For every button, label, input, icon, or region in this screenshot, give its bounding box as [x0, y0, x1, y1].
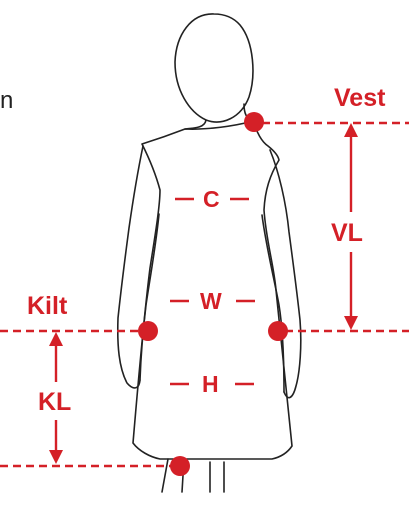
hip-label: H — [202, 371, 219, 397]
left-arm-inner — [140, 214, 159, 380]
waist-label: W — [200, 288, 222, 314]
right-arm-inner — [262, 215, 284, 392]
hem-point — [170, 456, 190, 476]
cropped-text: n — [0, 87, 13, 114]
chest-label: C — [203, 186, 220, 212]
vest-label: Vest — [334, 84, 386, 112]
kl-arrowhead-up — [49, 332, 63, 346]
left-arm — [118, 146, 143, 388]
vest-shoulder-point — [244, 112, 264, 132]
vl-arrowhead-down — [344, 316, 358, 330]
kl-arrowhead-down — [49, 450, 63, 464]
measurement-labels: Vest VL Kilt KL C W H — [27, 84, 386, 416]
head — [175, 14, 253, 122]
kilt-label: Kilt — [27, 292, 68, 320]
figure-outline — [118, 14, 301, 492]
neck-left — [185, 120, 206, 129]
left-leg-outer — [162, 459, 168, 492]
vl-label: VL — [331, 219, 363, 247]
kl-label: KL — [38, 388, 71, 416]
vl-arrowhead-up — [344, 123, 358, 137]
kilt-right-hip-point — [268, 321, 288, 341]
kilt-left-hip-point — [138, 321, 158, 341]
